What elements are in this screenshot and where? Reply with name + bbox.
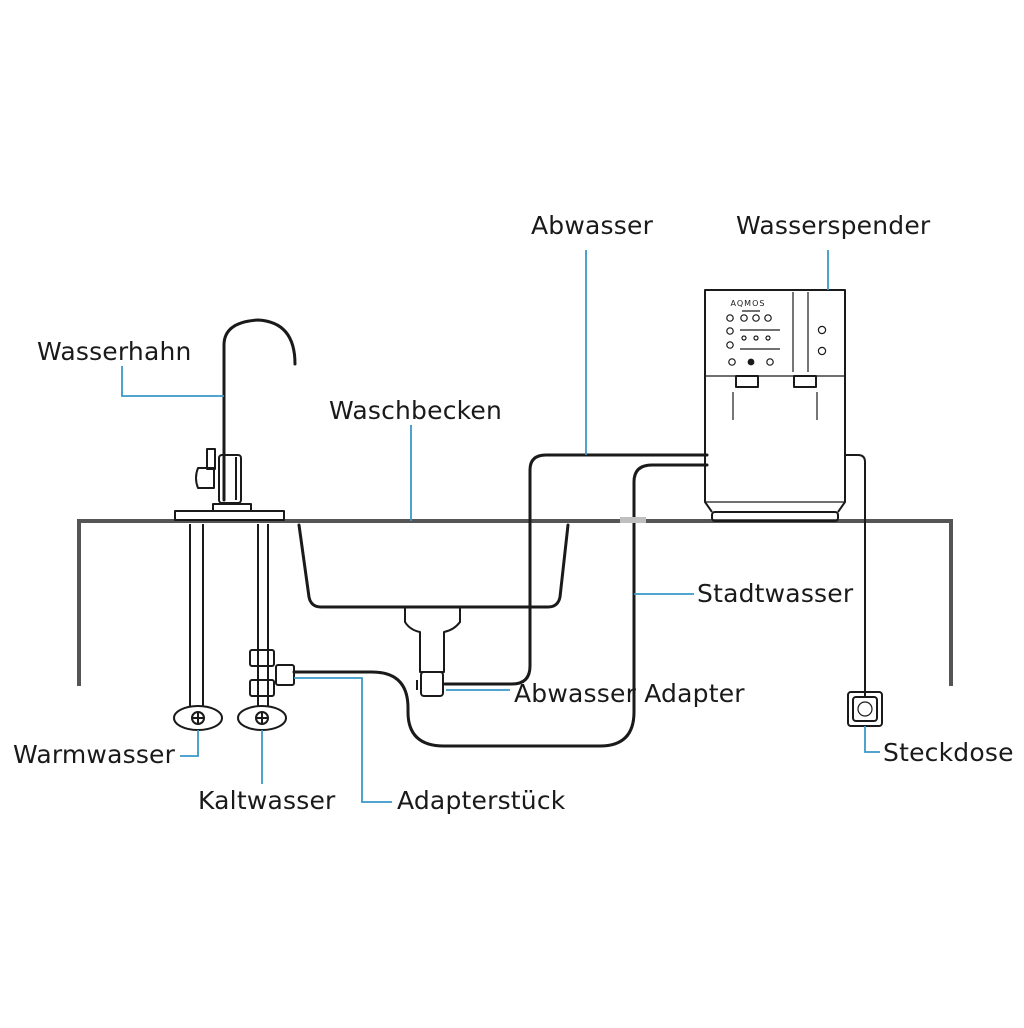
- waste-water-tube: [443, 453, 709, 686]
- counter-hole: [620, 517, 646, 523]
- leader-adapterstueck: [294, 677, 392, 803]
- drain-adapter: [420, 671, 444, 697]
- faucet-base-plate: [174, 510, 285, 521]
- warm-water-pipe: [173, 524, 223, 731]
- label-adapterstueck: Adapterstück: [397, 786, 566, 815]
- label-warmwasser: Warmwasser: [13, 740, 176, 769]
- wall-socket: [847, 691, 883, 727]
- city-water-tube: [292, 463, 709, 748]
- sink-basin: [297, 523, 570, 697]
- control-panel: [726, 314, 827, 366]
- water-dispenser: AQMOS: [704, 289, 846, 522]
- leader-warmwasser: [180, 730, 199, 757]
- label-wasserspender: Wasserspender: [736, 211, 931, 240]
- faucet: [174, 318, 297, 521]
- label-abwasser-adapter: Abwasser Adapter: [514, 679, 745, 708]
- countertop: [77, 519, 953, 686]
- label-kaltwasser: Kaltwasser: [198, 786, 336, 815]
- power-cord: [845, 454, 866, 696]
- leader-steckdose: [864, 726, 880, 753]
- label-steckdose: Steckdose: [883, 738, 1014, 767]
- dispenser-brand: AQMOS: [731, 299, 766, 308]
- label-stadtwasser: Stadtwasser: [697, 579, 854, 608]
- leader-wasserhahn: [121, 366, 224, 397]
- adapter-fitting: [249, 649, 275, 667]
- label-wasserhahn: Wasserhahn: [37, 337, 192, 366]
- leader-lines: [121, 250, 880, 803]
- cold-water-pipe: [237, 524, 295, 731]
- label-waschbecken: Waschbecken: [329, 396, 503, 425]
- label-abwasser: Abwasser: [531, 211, 654, 240]
